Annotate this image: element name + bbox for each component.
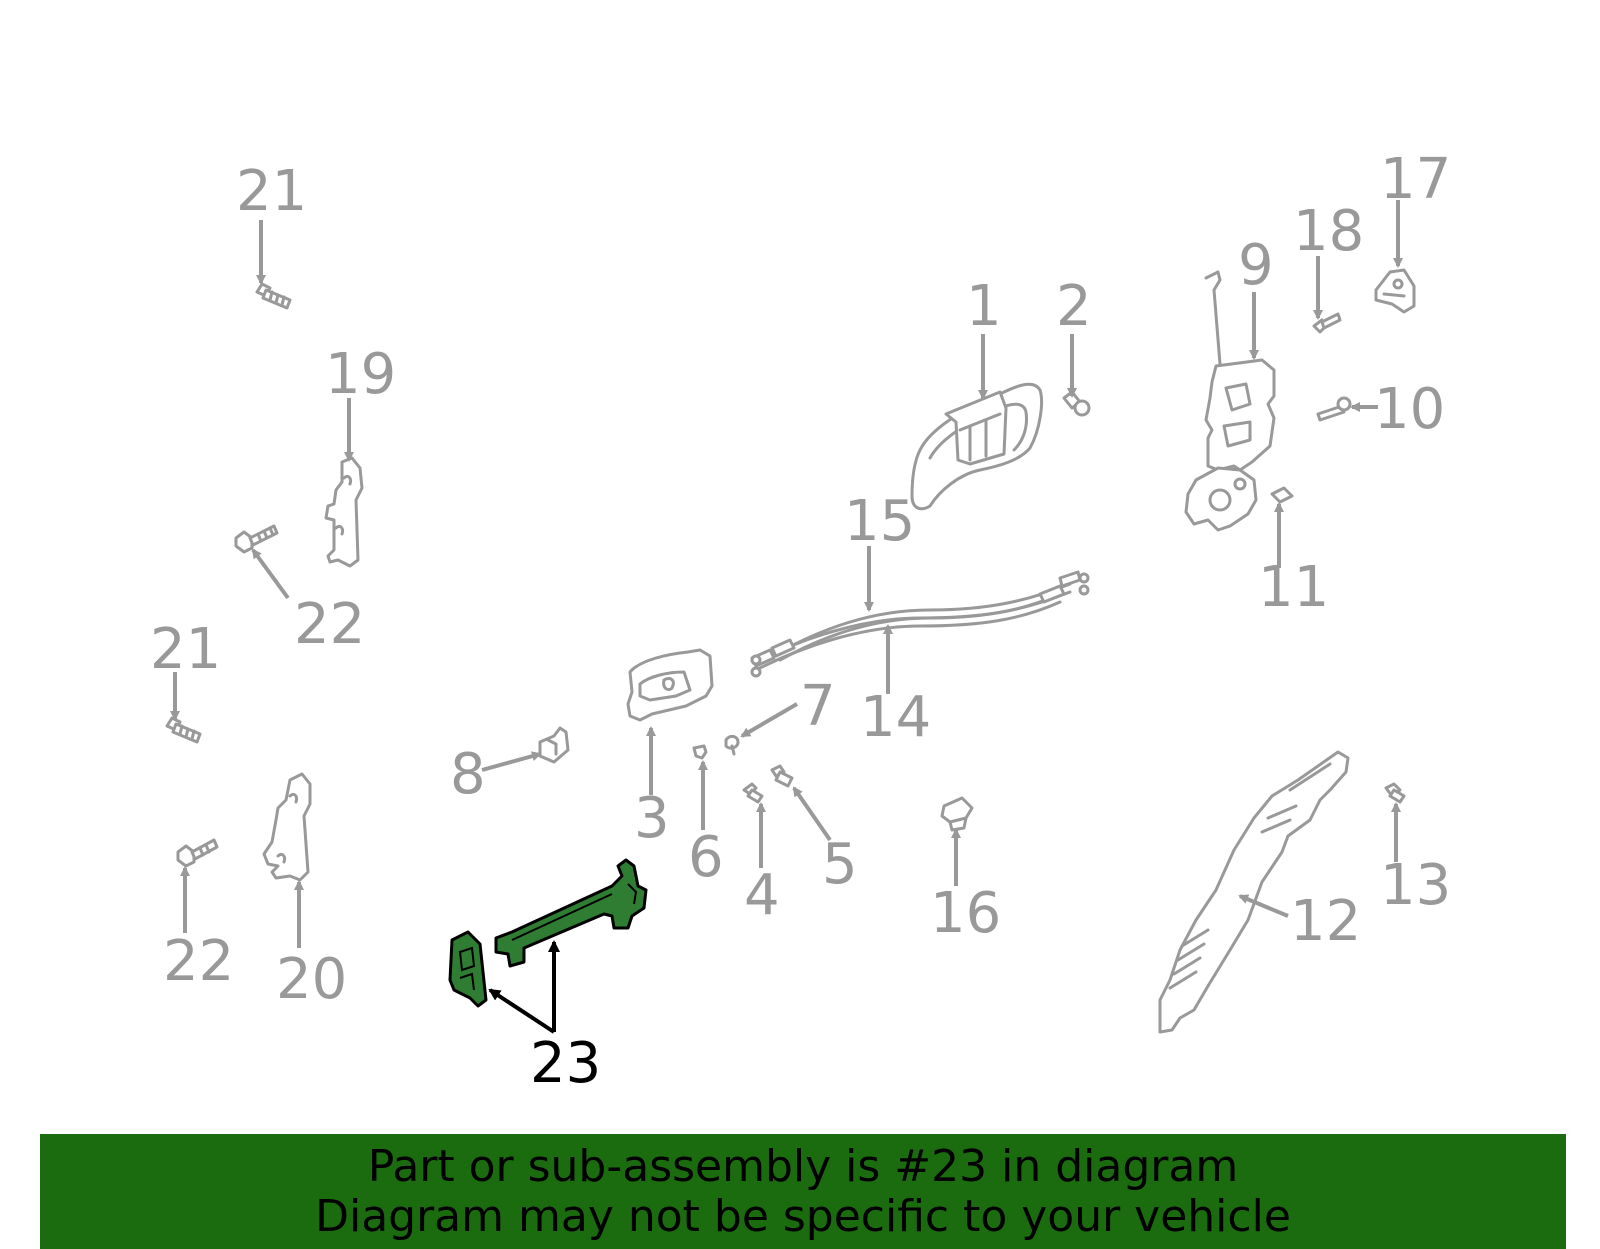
part-1-outside-handle[interactable] (910, 382, 1044, 511)
callout-20[interactable]: 20 (276, 947, 347, 1012)
part-5-screw[interactable] (770, 764, 794, 788)
callout-22-lower[interactable]: 22 (163, 929, 234, 994)
arrow-22-upper (251, 548, 290, 600)
part-11-clip[interactable] (1270, 486, 1294, 504)
part-21-bolt-lower[interactable] (165, 716, 202, 744)
callout-14[interactable]: 14 (860, 685, 931, 750)
callout-16[interactable]: 16 (930, 881, 1001, 946)
callout-15[interactable]: 15 (844, 489, 915, 554)
info-banner: Part or sub-assembly is #23 in diagram D… (40, 1134, 1566, 1249)
part-13-screw[interactable] (1384, 782, 1406, 804)
part-22-bolt-upper[interactable] (234, 524, 279, 554)
part-8-clip[interactable] (538, 726, 570, 764)
part-9-latch[interactable] (1184, 270, 1276, 532)
callout-3[interactable]: 3 (634, 786, 670, 851)
callout-7[interactable]: 7 (800, 674, 836, 739)
part-23-door-check[interactable] (448, 858, 648, 1008)
part-4-screw[interactable] (742, 782, 764, 804)
part-17-bracket[interactable] (1374, 268, 1416, 314)
callout-22-upper[interactable]: 22 (294, 592, 365, 657)
arrow-5 (792, 786, 832, 842)
part-19-hinge-upper[interactable] (324, 456, 364, 568)
callout-1[interactable]: 1 (966, 274, 1002, 339)
callout-23[interactable]: 23 (530, 1031, 601, 1096)
callout-8[interactable]: 8 (450, 742, 486, 807)
banner-line-2: Diagram may not be specific to your vehi… (315, 1191, 1291, 1242)
part-2-fastener[interactable] (1062, 390, 1091, 417)
callout-13[interactable]: 13 (1380, 853, 1451, 918)
arrow-8 (481, 751, 542, 772)
callout-4[interactable]: 4 (744, 863, 780, 928)
part-21-bolt-top[interactable] (255, 282, 292, 310)
banner-line-1: Part or sub-assembly is #23 in diagram (367, 1141, 1239, 1192)
part-10-screw[interactable] (1316, 396, 1352, 422)
callout-18[interactable]: 18 (1293, 199, 1364, 264)
arrow-12 (1238, 894, 1289, 918)
callout-10[interactable]: 10 (1374, 377, 1445, 442)
part-20-hinge-lower[interactable] (262, 772, 312, 882)
arrow-23-left (488, 988, 556, 1034)
callout-12[interactable]: 12 (1290, 889, 1361, 954)
part-22-bolt-lower[interactable] (176, 838, 219, 868)
part-16-clip[interactable] (940, 796, 974, 832)
callout-5[interactable]: 5 (822, 832, 858, 897)
part-12-channel[interactable] (1158, 750, 1350, 1034)
part-3-inside-handle[interactable] (626, 648, 714, 722)
callout-17[interactable]: 17 (1380, 147, 1451, 212)
callout-11[interactable]: 11 (1258, 555, 1329, 620)
part-18-screw[interactable] (1312, 312, 1342, 334)
part-6-screw[interactable] (692, 744, 708, 760)
callout-21-lower[interactable]: 21 (150, 617, 221, 682)
callout-19[interactable]: 19 (325, 342, 396, 407)
callout-6[interactable]: 6 (688, 825, 724, 890)
callout-2[interactable]: 2 (1056, 274, 1092, 339)
callout-21-top[interactable]: 21 (236, 159, 307, 224)
part-7-screw[interactable] (724, 734, 740, 756)
arrow-7 (740, 702, 799, 738)
part-14-15-cables[interactable] (750, 570, 1090, 678)
callout-9[interactable]: 9 (1238, 233, 1274, 298)
